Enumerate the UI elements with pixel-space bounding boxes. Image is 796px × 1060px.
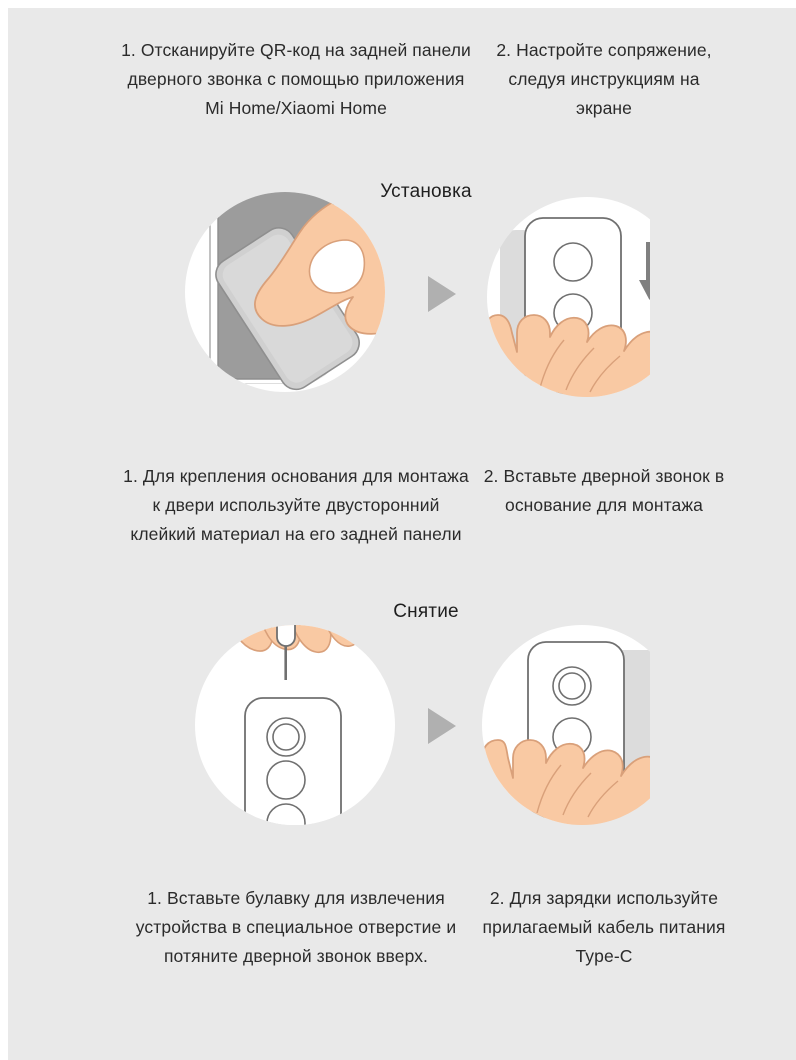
doorbell-body bbox=[244, 697, 342, 825]
caption-pairing-step-1: 1. Отсканируйте QR-код на задней панели … bbox=[121, 40, 471, 118]
flow-arrow-install bbox=[428, 276, 456, 312]
install-left-scene bbox=[185, 192, 385, 392]
arrow-down-icon bbox=[639, 242, 650, 300]
install-right-scene bbox=[487, 197, 650, 397]
caption-remove-step-2: 2. Для зарядки используйте прилагаемый к… bbox=[482, 888, 726, 966]
illustration-install bbox=[150, 180, 650, 410]
illustration-remove bbox=[150, 600, 650, 850]
remove-right-scene bbox=[482, 625, 650, 825]
caption-remove-step-1: 1. Вставьте булавку для извлечения устро… bbox=[135, 888, 457, 966]
remove-left-scene bbox=[195, 625, 395, 825]
caption-pairing-step-2: 2. Настройте сопряжение, следуя инструкц… bbox=[496, 40, 712, 118]
flow-arrow-remove bbox=[428, 708, 456, 744]
section-title-remove: Снятие bbox=[393, 601, 459, 622]
pin-tool bbox=[276, 625, 296, 680]
section-title-install: Установка bbox=[380, 181, 472, 202]
caption-install-step-2: 2. Вставьте дверной звонок в основание д… bbox=[483, 466, 725, 515]
caption-install-step-1: 1. Для крепления основания для монтажа к… bbox=[123, 466, 469, 544]
